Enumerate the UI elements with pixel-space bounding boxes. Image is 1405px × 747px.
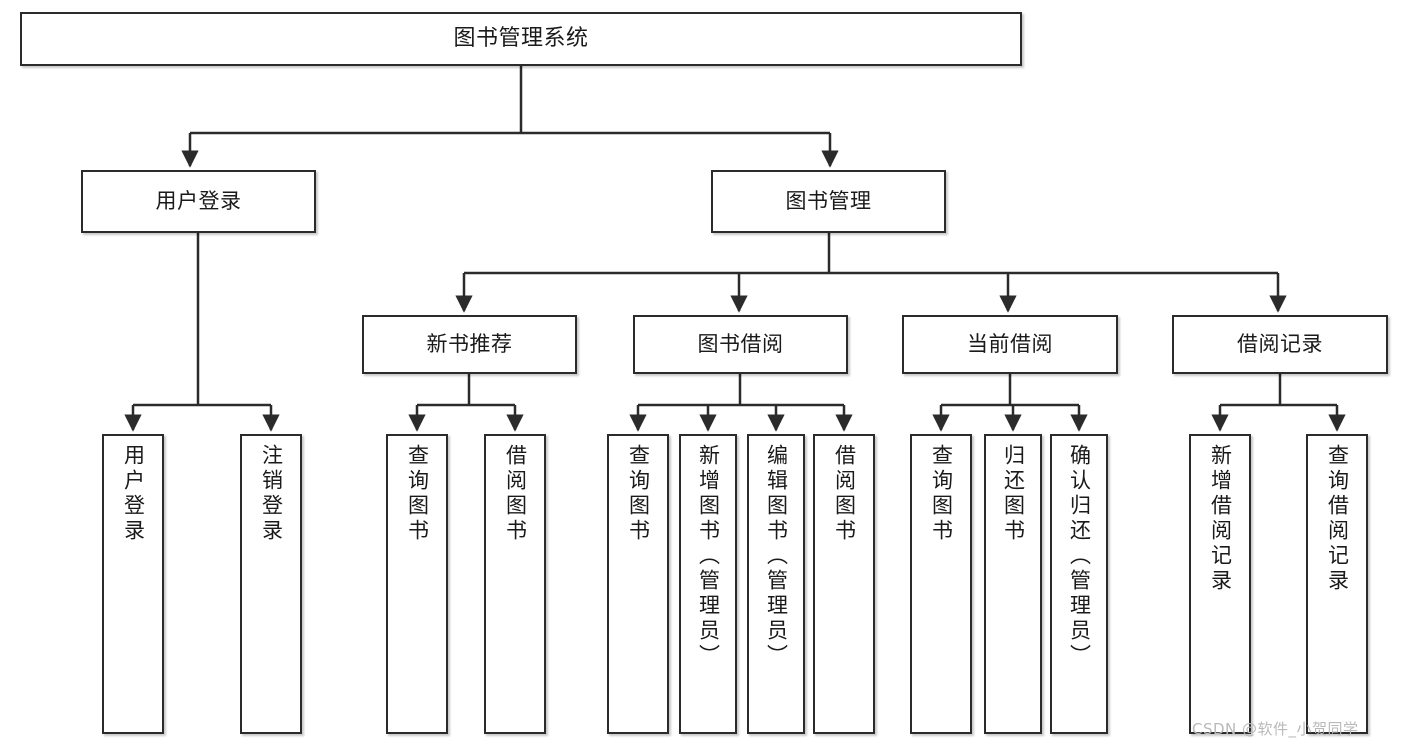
leaf-label: 用户登录 xyxy=(121,444,146,544)
leaf-label: 编辑图书（管理员） xyxy=(764,444,789,669)
leaf-label: 确认归还（管理员） xyxy=(1067,444,1092,669)
watermark: CSDN @软件_小贺同学 xyxy=(1192,720,1359,738)
leaf-add-borrow-record[interactable]: 新增借阅记录 xyxy=(1189,434,1251,734)
leaf-label: 借阅图书 xyxy=(503,444,528,544)
node-label: 新书推荐 xyxy=(426,332,513,357)
node-label: 用户登录 xyxy=(155,189,242,214)
node-root[interactable]: 图书管理系统 xyxy=(20,12,1022,66)
leaf-label: 查询图书 xyxy=(626,444,651,544)
leaf-query-borrow-record[interactable]: 查询借阅记录 xyxy=(1306,434,1368,734)
leaf-borrow-book-recommend[interactable]: 借阅图书 xyxy=(484,434,546,734)
leaf-query-book-current[interactable]: 查询图书 xyxy=(910,434,972,734)
leaf-borrow-book[interactable]: 借阅图书 xyxy=(813,434,875,734)
leaf-edit-book-admin[interactable]: 编辑图书（管理员） xyxy=(747,434,805,734)
leaf-label: 查询图书 xyxy=(405,444,430,544)
node-label: 图书管理 xyxy=(785,189,872,214)
leaf-label: 查询借阅记录 xyxy=(1325,444,1350,594)
node-level3-book-borrow[interactable]: 图书借阅 xyxy=(633,315,848,374)
node-label: 当前借阅 xyxy=(967,332,1053,357)
node-level3-borrow-record[interactable]: 借阅记录 xyxy=(1172,315,1388,374)
leaf-confirm-return-admin[interactable]: 确认归还（管理员） xyxy=(1050,434,1108,734)
leaf-label: 查询图书 xyxy=(929,444,954,544)
leaf-logout[interactable]: 注销登录 xyxy=(240,434,302,734)
node-level3-new-book-recommend[interactable]: 新书推荐 xyxy=(362,315,577,374)
leaf-label: 新增图书（管理员） xyxy=(696,444,721,669)
leaf-return-book[interactable]: 归还图书 xyxy=(984,434,1042,734)
node-label: 图书借阅 xyxy=(697,332,784,357)
leaf-label: 归还图书 xyxy=(1001,444,1026,544)
leaf-query-book-recommend[interactable]: 查询图书 xyxy=(386,434,448,734)
leaf-label: 注销登录 xyxy=(259,444,284,544)
node-level2-user-login[interactable]: 用户登录 xyxy=(81,170,316,233)
leaf-label: 借阅图书 xyxy=(832,444,857,544)
leaf-label: 新增借阅记录 xyxy=(1208,444,1233,594)
node-root-label: 图书管理系统 xyxy=(453,26,589,52)
leaf-user-login[interactable]: 用户登录 xyxy=(102,434,164,734)
node-level2-book-management[interactable]: 图书管理 xyxy=(711,170,946,233)
node-level3-current-borrow[interactable]: 当前借阅 xyxy=(902,315,1118,374)
leaf-query-book-borrow[interactable]: 查询图书 xyxy=(607,434,669,734)
node-label: 借阅记录 xyxy=(1237,332,1323,357)
leaf-add-book-admin[interactable]: 新增图书（管理员） xyxy=(679,434,737,734)
